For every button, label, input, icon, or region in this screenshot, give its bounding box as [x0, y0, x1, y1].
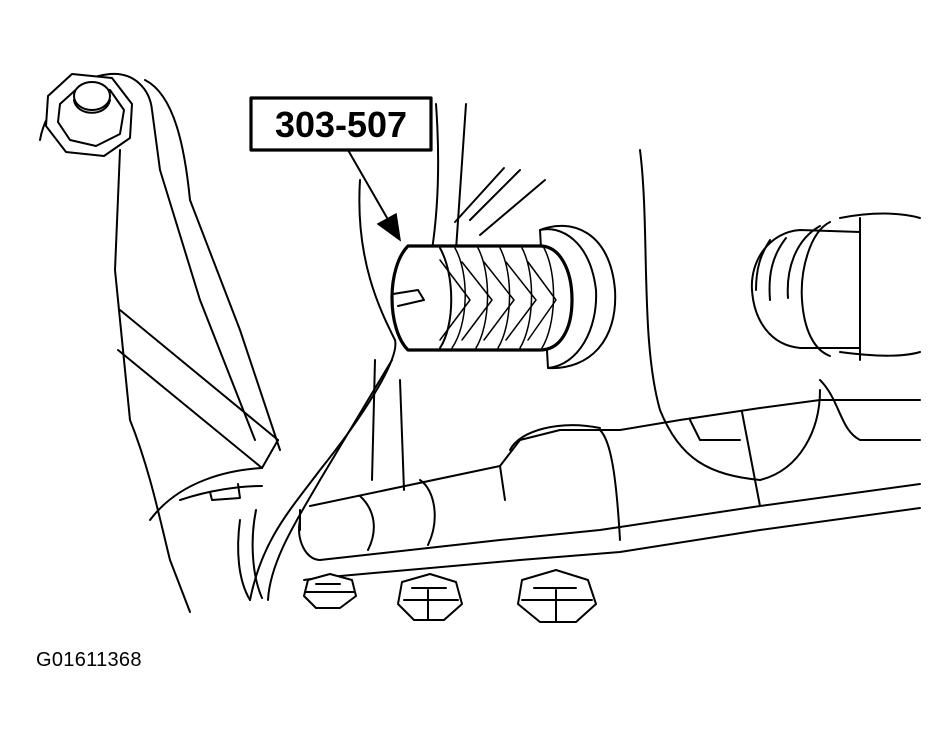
bolt-2	[397, 573, 463, 621]
bracket-left	[39, 72, 281, 613]
callout-label: 303-507	[275, 104, 407, 145]
driveshaft-right	[750, 212, 921, 441]
figure-id: G01611368	[36, 649, 142, 671]
bolt-1	[303, 573, 357, 609]
bolt-3	[517, 569, 597, 623]
tool-303-507	[390, 224, 617, 370]
hose-vertical	[237, 179, 405, 601]
callout-arrow-line	[347, 149, 395, 231]
crossmember	[298, 399, 921, 581]
housing-body	[431, 103, 821, 481]
callout-box	[249, 96, 433, 152]
hex-nut-top-left	[45, 73, 133, 157]
callout: 303-507	[249, 96, 433, 242]
arrow-head-icon	[376, 212, 402, 242]
